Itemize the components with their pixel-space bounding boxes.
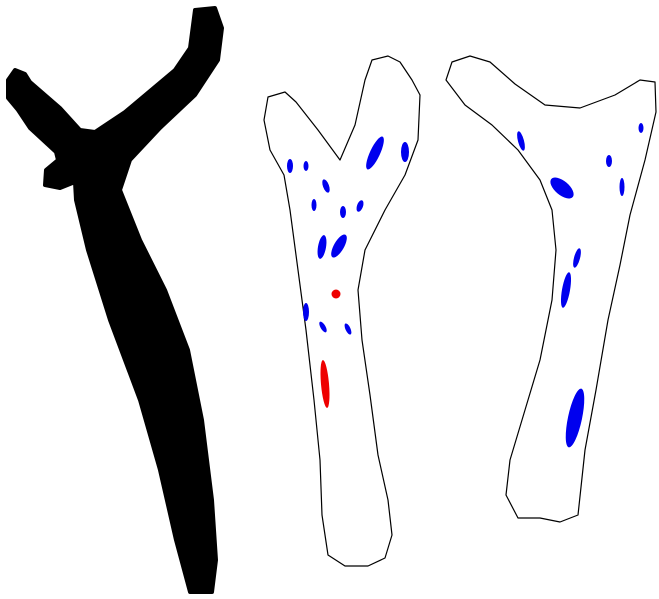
red-markers-center	[319, 290, 341, 409]
silhouette-trunk	[8, 8, 222, 592]
blue-markers-center	[287, 135, 409, 336]
marker	[287, 159, 293, 173]
marker	[547, 174, 577, 203]
silhouette-panel	[8, 8, 222, 592]
marker	[303, 303, 309, 321]
outline-right	[446, 56, 656, 522]
marker	[363, 135, 387, 172]
outline-center	[264, 56, 420, 566]
marker	[620, 178, 625, 196]
outline-panel-right	[446, 56, 656, 522]
marker	[321, 178, 331, 193]
marker	[606, 155, 612, 167]
marker	[328, 232, 350, 260]
marker	[318, 321, 328, 334]
marker	[340, 206, 346, 218]
marker	[355, 199, 365, 212]
marker	[572, 248, 583, 269]
marker	[343, 323, 353, 336]
marker	[639, 123, 644, 133]
marker	[559, 272, 573, 309]
outline-panel-center	[264, 56, 420, 566]
marker	[312, 199, 317, 211]
marker	[319, 360, 331, 409]
marker	[516, 131, 527, 152]
marker	[401, 142, 409, 162]
marker	[562, 387, 588, 449]
marker	[332, 290, 341, 299]
marker	[316, 234, 328, 259]
marker	[304, 161, 309, 171]
